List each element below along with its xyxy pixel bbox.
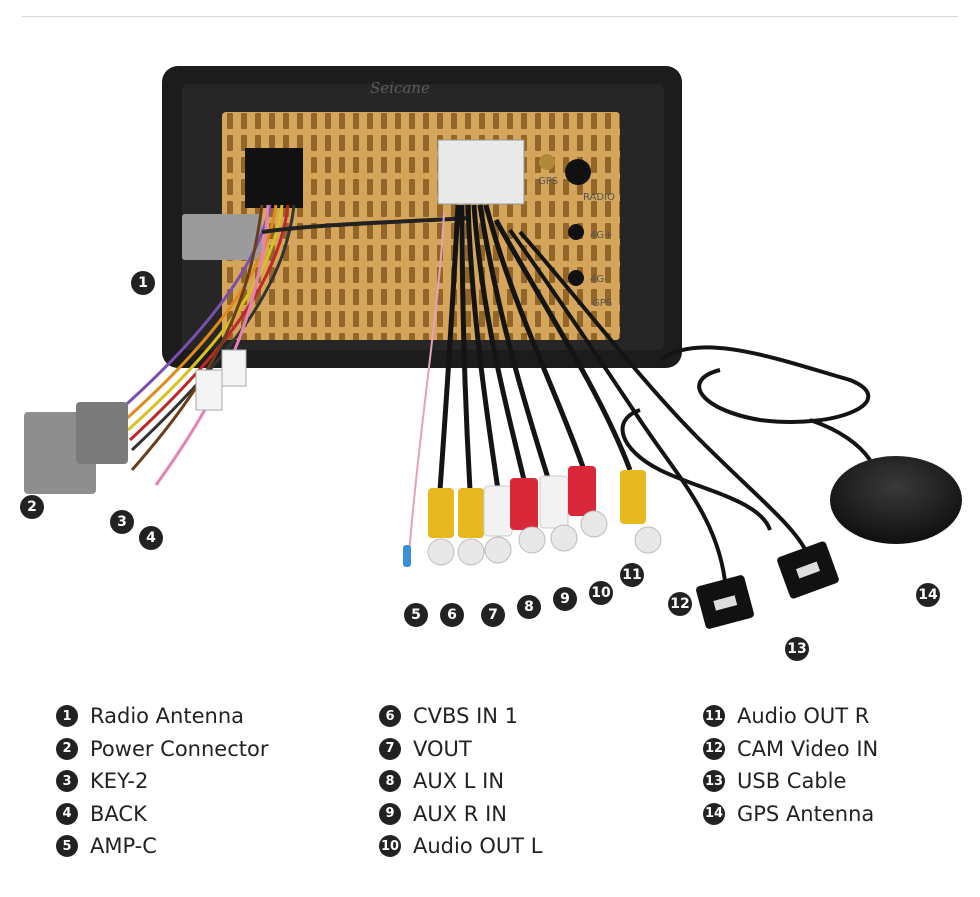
rca-cables [437, 204, 633, 491]
wire-tag-key [195, 369, 223, 411]
legend-item: 10 Audio OUT L [379, 830, 542, 863]
legend-badge: 2 [56, 737, 78, 760]
panel-label-radio: RADIO [583, 192, 615, 203]
legend-label: VOUT [413, 736, 472, 761]
legend-badge: 8 [379, 770, 401, 793]
legend-column-1: 1 Radio Antenna 2 Power Connector 3 KEY-2 4… [56, 700, 268, 863]
legend-label: USB Cable [737, 769, 847, 794]
legend-column-3: 11 Audio OUT R 12 CAM Video IN 13 USB Cable… [703, 700, 878, 830]
callout-14: 14 [916, 583, 940, 607]
legend-label: Power Connector [90, 736, 269, 761]
legend-label: KEY-2 [90, 769, 149, 794]
legend-item: 8 AUX L IN [379, 765, 542, 798]
callout-9: 9 [553, 587, 577, 611]
gps-antenna [658, 345, 962, 544]
product-photo: Seicane GPS RADIO 4G+ 4G- GPS [24, 66, 962, 629]
panel-label-4g-minus: 4G- [590, 274, 608, 285]
legend-item: 11 Audio OUT R [703, 700, 878, 733]
legend-label: CAM Video IN [737, 736, 879, 761]
legend-label: CVBS IN 1 [413, 704, 519, 729]
legend-badge: 10 [379, 835, 401, 858]
panel-label-gps-2: GPS [592, 298, 612, 309]
brand-mark: Seicane [370, 79, 430, 97]
legend-badge: 4 [56, 802, 78, 825]
legend-badge: 6 [379, 705, 401, 728]
amp-wire-tip [403, 545, 411, 567]
callout-6: 6 [440, 603, 464, 627]
callout-10: 10 [589, 581, 613, 605]
callout-8: 8 [517, 595, 541, 619]
legend-item: 7 VOUT [379, 733, 542, 766]
legend-item: 4 BACK [56, 798, 268, 831]
legend-item: 12 CAM Video IN [703, 733, 878, 766]
callout-12: 12 [668, 592, 692, 616]
legend-label: Audio OUT R [737, 704, 870, 729]
legend-badge: 9 [379, 802, 401, 825]
legend-label: AMP-C [90, 834, 157, 859]
callout-3: 3 [110, 510, 134, 534]
legend-badge: 14 [703, 802, 725, 825]
head-unit: Seicane GPS RADIO 4G+ 4G- GPS [162, 66, 682, 368]
callout-1: 1 [131, 271, 155, 295]
legend-column-2: 6 CVBS IN 1 7 VOUT 8 AUX L IN 9 AUX R IN 10 A… [379, 700, 542, 863]
legend-label: GPS Antenna [737, 801, 875, 826]
legend-item: 6 CVBS IN 1 [379, 700, 542, 733]
panel-label-4g-plus: 4G+ [590, 230, 613, 241]
wire-tag-back [221, 349, 247, 387]
legend-badge: 11 [703, 705, 725, 728]
callout-4: 4 [139, 526, 163, 550]
power-connector [24, 402, 128, 494]
panel-label-gps: GPS [538, 176, 558, 187]
legend-label: AUX R IN [413, 801, 507, 826]
legend-label: AUX L IN [413, 769, 505, 794]
top-divider [22, 16, 958, 17]
usb-cables [508, 228, 812, 591]
callout-2: 2 [20, 495, 44, 519]
legend-label: Radio Antenna [90, 704, 245, 729]
callout-5: 5 [404, 603, 428, 627]
legend-label: Audio OUT L [413, 834, 543, 859]
legend-item: 3 KEY-2 [56, 765, 268, 798]
legend-item: 5 AMP-C [56, 830, 268, 863]
legend-item: 14 GPS Antenna [703, 798, 878, 831]
legend-badge: 13 [703, 770, 725, 793]
legend-badge: 1 [56, 705, 78, 728]
legend-label: BACK [90, 801, 147, 826]
rca-plugs [427, 466, 662, 566]
usb-connectors [696, 541, 839, 629]
legend-badge: 5 [56, 835, 78, 858]
legend-item: 9 AUX R IN [379, 798, 542, 831]
legend-badge: 7 [379, 737, 401, 760]
callout-11: 11 [620, 563, 644, 587]
callout-7: 7 [481, 603, 505, 627]
callout-13: 13 [785, 637, 809, 661]
legend-badge: 12 [703, 737, 725, 760]
legend-item: 1 Radio Antenna [56, 700, 268, 733]
legend-badge: 3 [56, 770, 78, 793]
amp-wire [407, 211, 445, 566]
legend-item: 2 Power Connector [56, 733, 268, 766]
legend-item: 13 USB Cable [703, 765, 878, 798]
